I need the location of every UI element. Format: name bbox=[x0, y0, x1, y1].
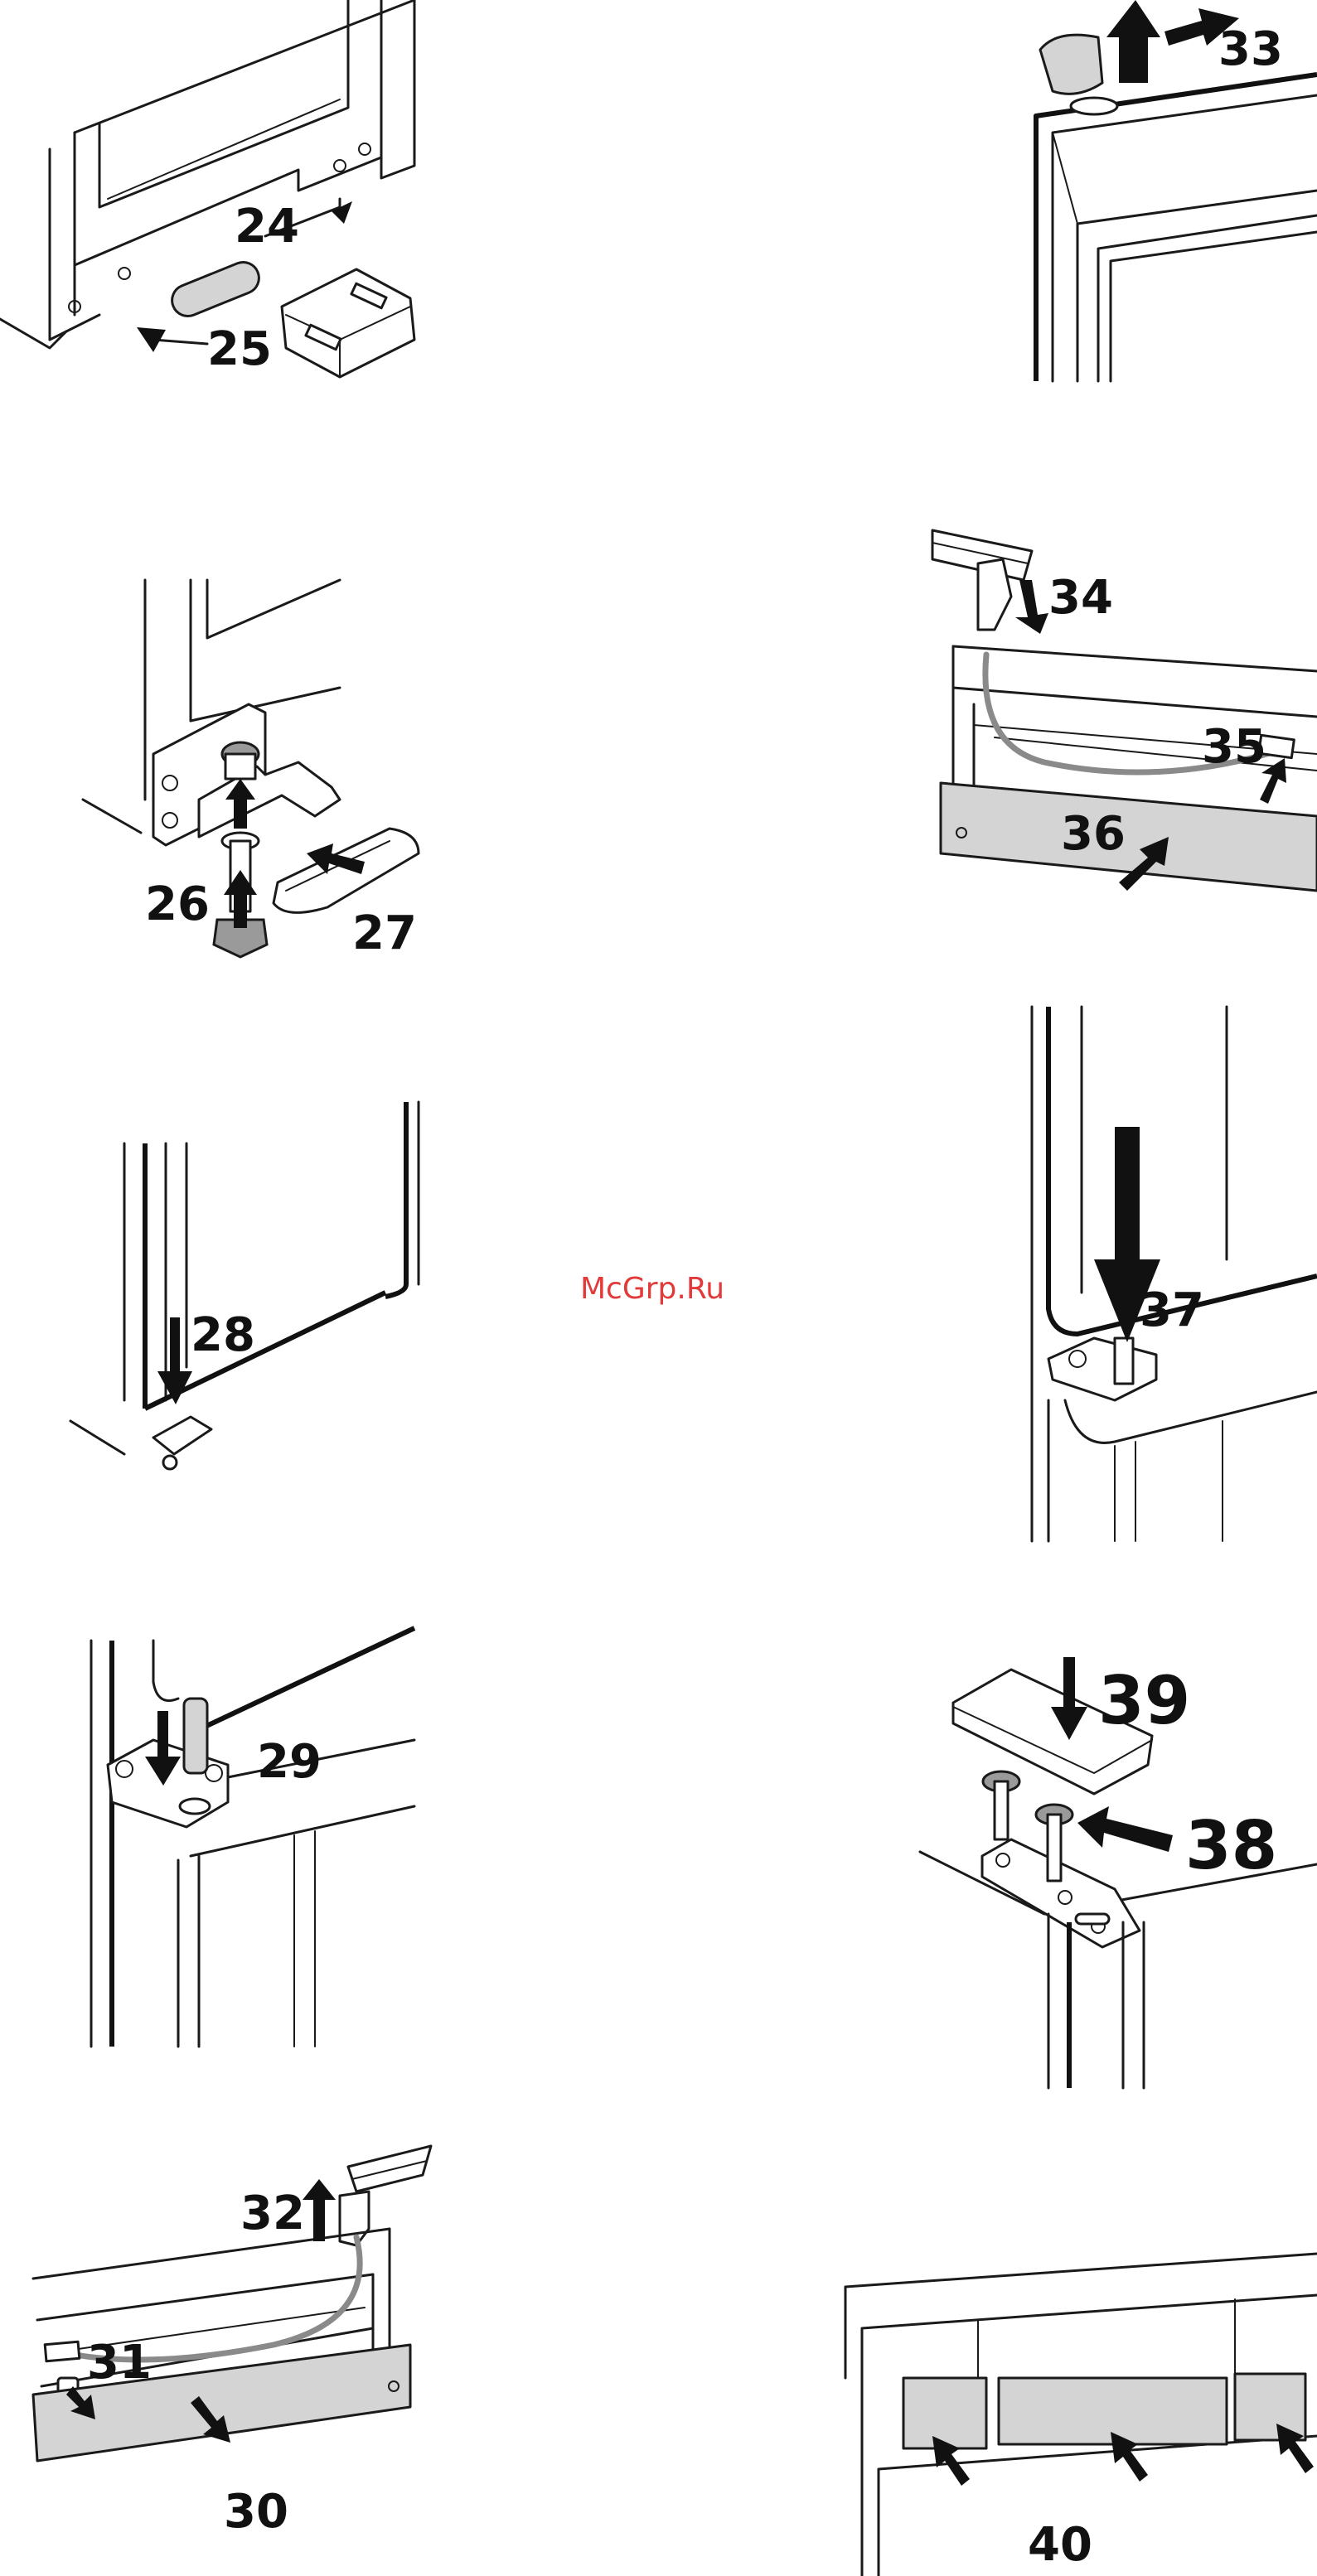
hinge-bracket bbox=[282, 269, 414, 377]
figure-steps-34-35-36: 34 35 36 bbox=[932, 530, 1317, 891]
step-34-label: 34 bbox=[1048, 571, 1113, 625]
step-28-label: 28 bbox=[191, 1308, 255, 1362]
figure-step-28: 28 bbox=[70, 1102, 419, 1469]
figure-steps-26-27: 26 27 bbox=[83, 580, 419, 960]
figure-step-29: 29 bbox=[91, 1628, 414, 2047]
figure-step-37: 37 bbox=[1032, 1007, 1317, 1541]
figure-steps-24-25: 24 25 bbox=[0, 0, 414, 377]
step-24-label: 24 bbox=[235, 200, 299, 254]
step-27-label: 27 bbox=[352, 906, 417, 960]
figure-step-33: 33 bbox=[1036, 0, 1317, 381]
step-33-label: 33 bbox=[1218, 22, 1283, 76]
step-31-label: 31 bbox=[87, 2336, 152, 2390]
step-35-label: 35 bbox=[1202, 720, 1266, 774]
step-37-label: 37 bbox=[1140, 1283, 1204, 1337]
figure-steps-30-31-32: 32 31 30 bbox=[33, 2146, 431, 2539]
step-38-label: 38 bbox=[1185, 1807, 1277, 1884]
step-40-label: 40 bbox=[1028, 2518, 1092, 2572]
step-30-label: 30 bbox=[224, 2485, 288, 2539]
watermark-text: McGrp.Ru bbox=[580, 1272, 724, 1306]
step-39-label: 39 bbox=[1098, 1662, 1190, 1739]
step-36-label: 36 bbox=[1061, 807, 1126, 861]
step-26-label: 26 bbox=[145, 877, 210, 931]
figure-steps-38-39: 39 38 bbox=[920, 1657, 1317, 2088]
step-32-label: 32 bbox=[240, 2187, 305, 2240]
step-25-label: 25 bbox=[207, 322, 272, 376]
step-29-label: 29 bbox=[257, 1735, 322, 1789]
figure-step-40: 40 bbox=[845, 2254, 1317, 2576]
